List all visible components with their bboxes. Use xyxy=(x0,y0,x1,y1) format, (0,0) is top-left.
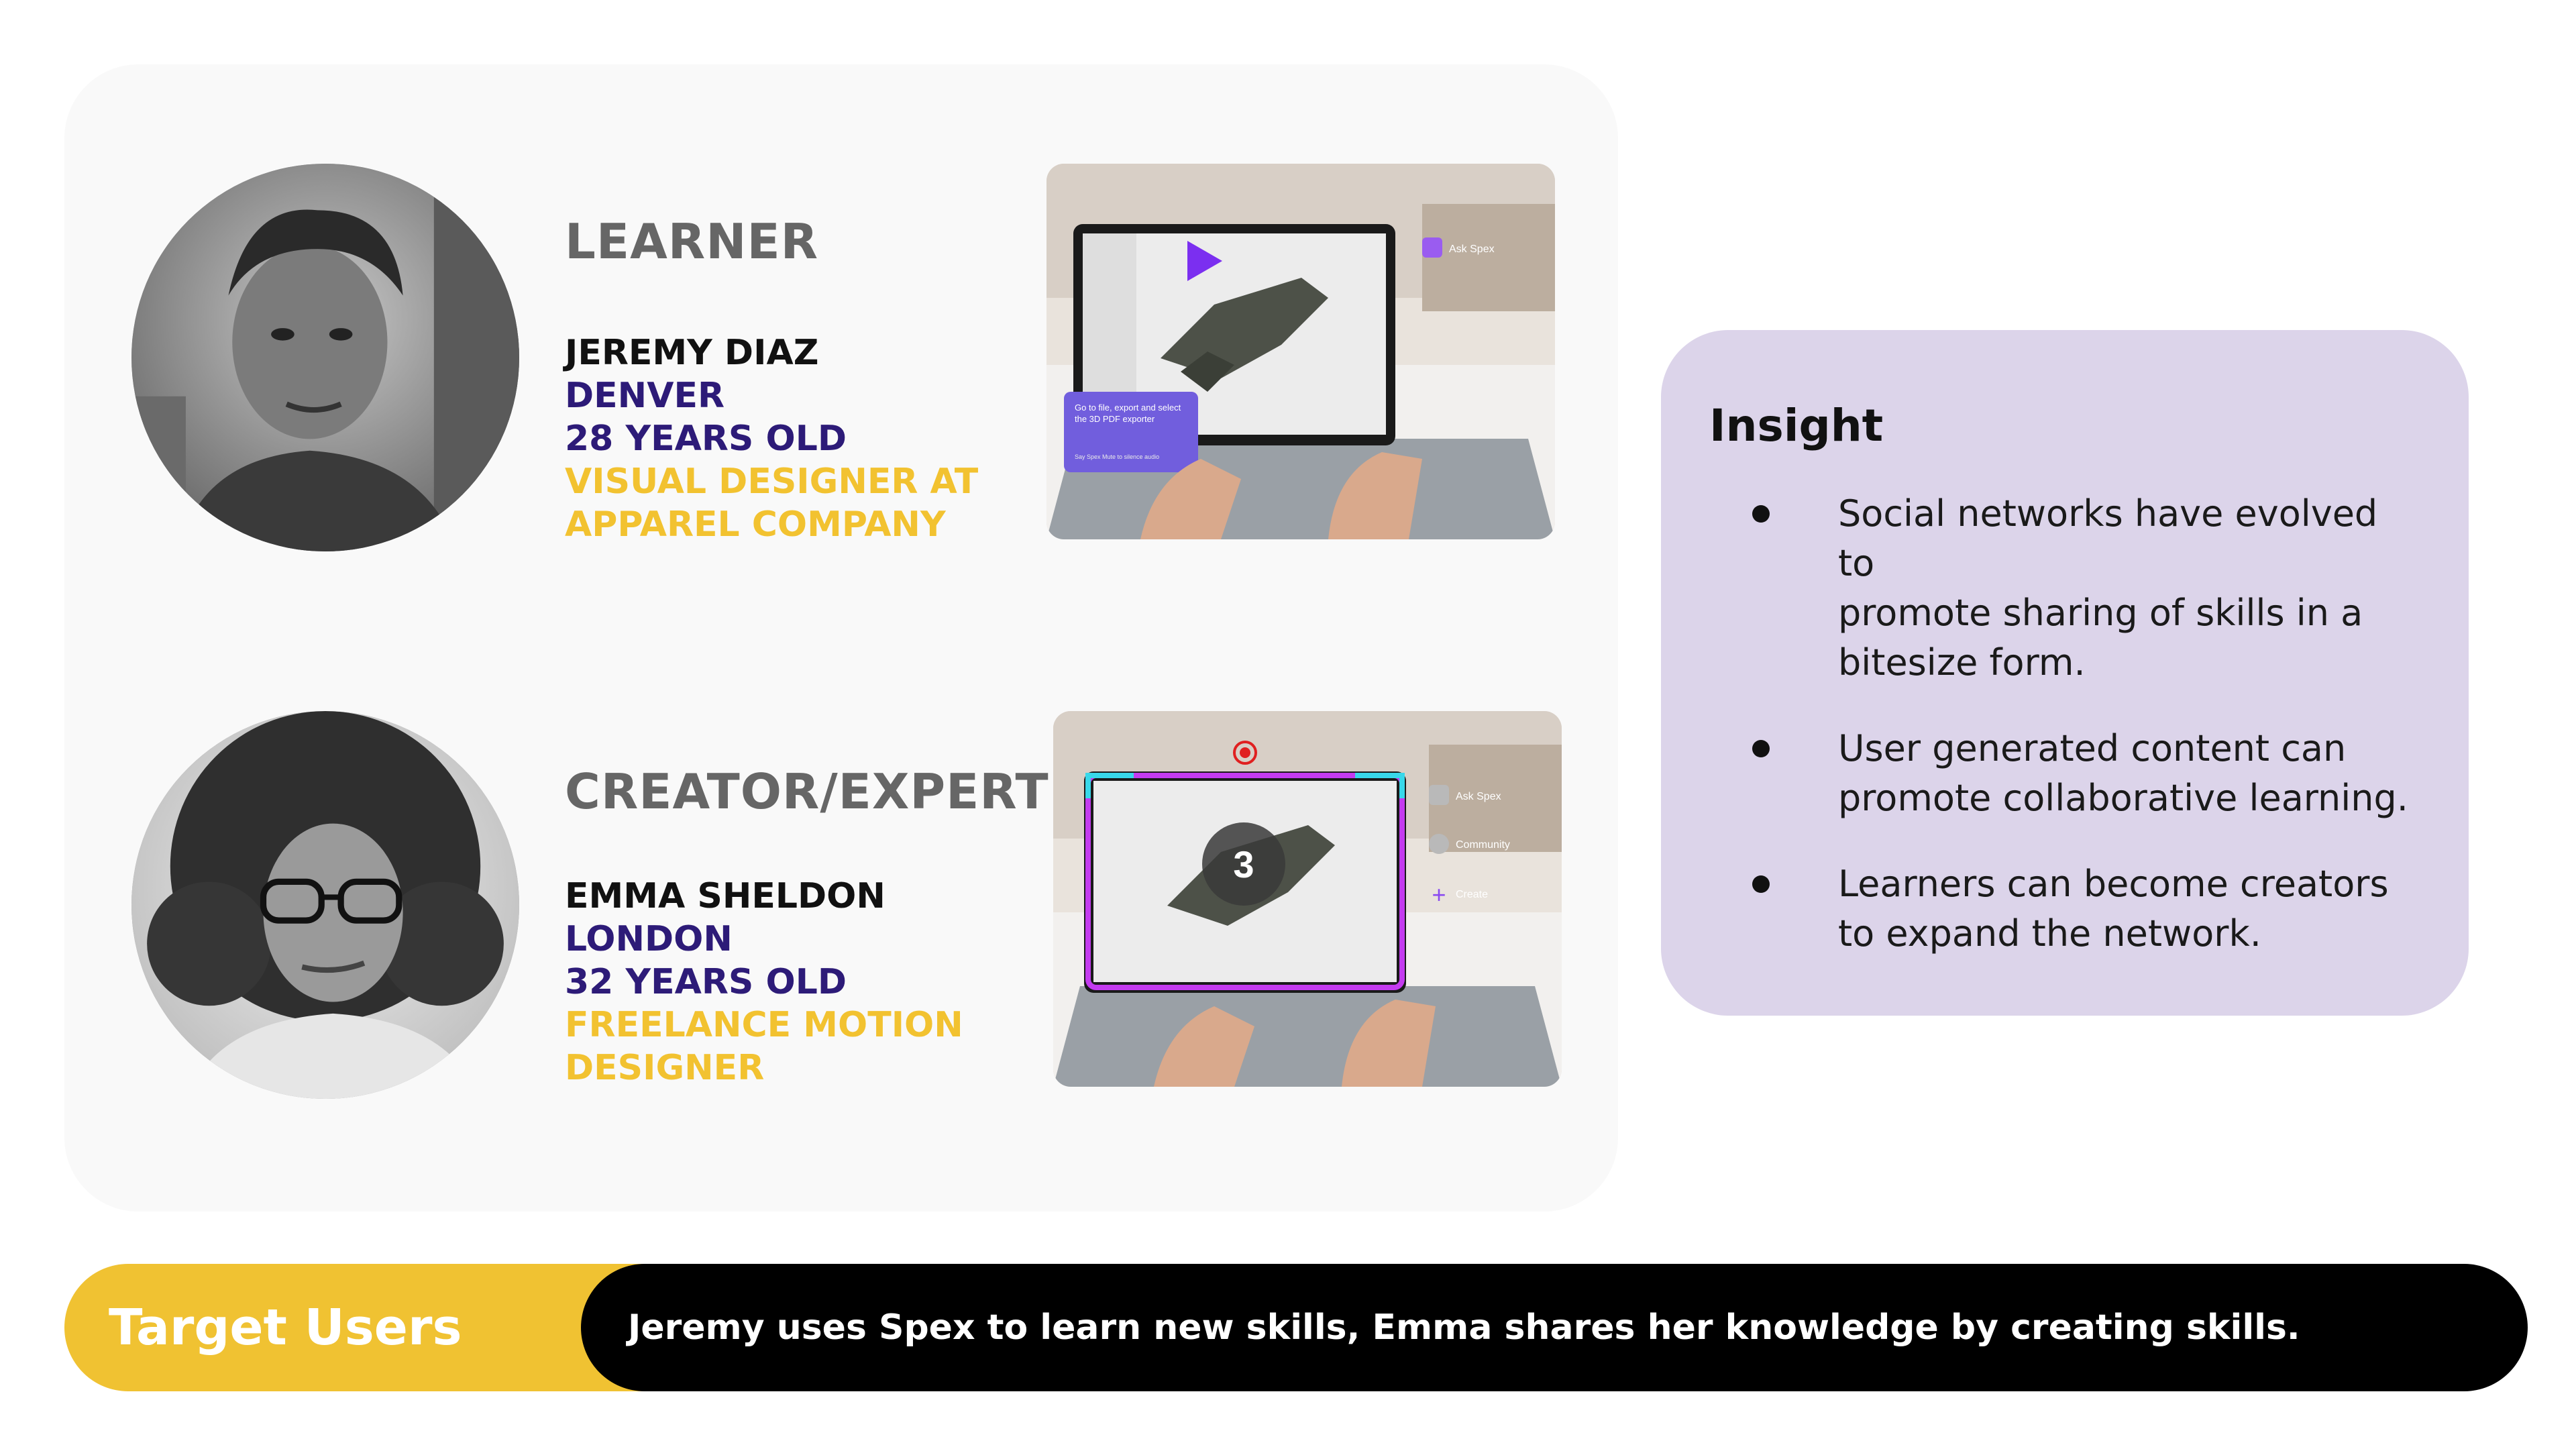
create-label: Create xyxy=(1456,889,1488,900)
insight-item-3-line2: to expand the network. xyxy=(1838,912,2261,955)
learner-laptop-screenshot: Go to file, export and select the 3D PDF… xyxy=(1046,164,1555,539)
creator-name: EMMA SHELDON xyxy=(565,876,885,916)
target-users-banner: Target Users Jeremy uses Spex to learn n… xyxy=(64,1264,2528,1391)
insight-item-3-line1: Learners can become creators xyxy=(1838,863,2389,905)
bullet-icon xyxy=(1752,505,1770,523)
banner-text-background xyxy=(581,1264,2528,1391)
creator-laptop-screenshot: 3 Ask Spex Community + Create xyxy=(1053,711,1562,1087)
learner-info: JEREMY DIAZ DENVER 28 YEARS OLD VISUAL D… xyxy=(565,331,978,546)
tooltip-line1: Go to file, export and select xyxy=(1075,402,1181,413)
creator-info: EMMA SHELDON LONDON 32 YEARS OLD FREELAN… xyxy=(565,875,963,1089)
learner-job-line2: APPAREL COMPANY xyxy=(565,504,946,545)
banner-text: Jeremy uses Spex to learn new skills, Em… xyxy=(628,1307,2300,1348)
bullet-icon xyxy=(1752,875,1770,893)
creator-role: CREATOR/EXPERT xyxy=(565,763,1049,820)
insight-card: Insight Social networks have evolved to … xyxy=(1661,330,2469,1016)
creator-ar-view-image: 3 Ask Spex Community + Create xyxy=(1053,711,1562,1087)
learner-ar-view-image: Go to file, export and select the 3D PDF… xyxy=(1046,164,1555,539)
community-label: Community xyxy=(1456,839,1510,851)
tooltip-hint: Say Spex Mute to silence audio xyxy=(1075,453,1159,460)
insight-item-1-line2: promote sharing of skills in a xyxy=(1838,592,2363,634)
insight-item: User generated content can promote colla… xyxy=(1709,724,2420,823)
learner-city: DENVER xyxy=(565,376,725,416)
creator-age: 32 YEARS OLD xyxy=(565,962,847,1002)
learner-portrait-image xyxy=(131,164,519,551)
creator-job-line2: DESIGNER xyxy=(565,1048,765,1088)
learner-role: LEARNER xyxy=(565,213,819,270)
creator-job-line1: FREELANCE MOTION xyxy=(565,1005,963,1045)
learner-job-line1: VISUAL DESIGNER AT xyxy=(565,462,979,502)
bullet-icon xyxy=(1752,740,1770,757)
learner-age: 28 YEARS OLD xyxy=(565,419,847,459)
create-plus-icon: + xyxy=(1432,881,1446,908)
insight-item: Social networks have evolved to promote … xyxy=(1709,489,2420,688)
insight-list: Social networks have evolved to promote … xyxy=(1709,489,2420,959)
learner-name: JEREMY DIAZ xyxy=(565,333,819,373)
insight-item-2-line2: promote collaborative learning. xyxy=(1838,777,2408,819)
tooltip-line2: the 3D PDF exporter xyxy=(1075,414,1155,424)
banner-label: Target Users xyxy=(109,1299,462,1356)
ask-spex-label: Ask Spex xyxy=(1449,244,1495,255)
creator-avatar xyxy=(131,711,519,1099)
ask-spex-label-2: Ask Spex xyxy=(1456,791,1501,802)
countdown-number: 3 xyxy=(1233,843,1254,885)
creator-city: LONDON xyxy=(565,919,733,959)
insight-item-1-line1: Social networks have evolved to xyxy=(1838,492,2378,584)
insight-item-2-line1: User generated content can xyxy=(1838,727,2347,769)
creator-portrait-image xyxy=(131,711,519,1099)
learner-avatar xyxy=(131,164,519,551)
insight-title: Insight xyxy=(1709,400,1884,451)
insight-item: Learners can become creators to expand t… xyxy=(1709,859,2420,959)
insight-item-1-line3: bitesize form. xyxy=(1838,641,2086,684)
